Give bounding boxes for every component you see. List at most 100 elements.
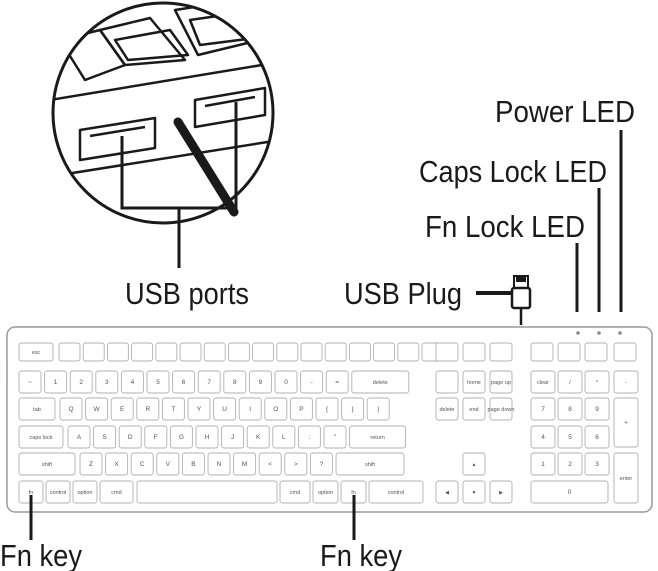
key-page-up[interactable]: page up bbox=[489, 370, 513, 394]
key-arrow-up[interactable]: ▲ bbox=[462, 452, 486, 476]
key-function-9[interactable] bbox=[252, 342, 275, 362]
key-num-2[interactable]: 2 bbox=[69, 370, 93, 394]
key-6-asdf[interactable]: J bbox=[221, 425, 245, 449]
key-num-9[interactable]: 9 bbox=[248, 370, 272, 394]
key-8-zxcv[interactable]: > bbox=[284, 452, 308, 476]
key-numpad-top-0[interactable]: clear bbox=[530, 370, 556, 394]
key-numpad-4[interactable]: 4 bbox=[530, 425, 556, 449]
key-numpad-2[interactable]: 2 bbox=[557, 452, 583, 476]
key-arrow-right[interactable]: ▶ bbox=[489, 480, 513, 504]
key-forward-delete[interactable]: delete bbox=[435, 397, 459, 421]
key-tab[interactable]: tab bbox=[18, 397, 56, 421]
key-function-13[interactable] bbox=[348, 342, 371, 362]
key-numpad-9[interactable]: 9 bbox=[584, 397, 610, 421]
key-function-2[interactable] bbox=[82, 342, 105, 362]
key-6-zxcv[interactable]: M bbox=[233, 452, 257, 476]
key-numpad-enter[interactable]: enter bbox=[613, 452, 639, 504]
key-num-1[interactable]: 1 bbox=[44, 370, 68, 394]
key-numpad-f18[interactable] bbox=[584, 342, 608, 362]
key-7-qwerty[interactable]: I bbox=[238, 397, 262, 421]
key-7-zxcv[interactable]: < bbox=[258, 452, 282, 476]
key-command-right[interactable]: cmd bbox=[279, 480, 311, 504]
key-3-zxcv[interactable]: V bbox=[156, 452, 180, 476]
key-fn-nav[interactable] bbox=[435, 370, 459, 394]
key-numpad-plus[interactable]: + bbox=[613, 397, 639, 448]
key-numpad-top-1[interactable]: / bbox=[557, 370, 583, 394]
key-9-asdf[interactable]: : bbox=[297, 425, 321, 449]
key-num-8[interactable]: 8 bbox=[223, 370, 247, 394]
key-6-qwerty[interactable]: U bbox=[213, 397, 237, 421]
key-arrow-left[interactable]: ◀ bbox=[435, 480, 459, 504]
key-function-8[interactable] bbox=[227, 342, 250, 362]
key-function-10[interactable] bbox=[276, 342, 299, 362]
key-numpad-3[interactable]: 3 bbox=[584, 452, 610, 476]
key-0-qwerty[interactable]: Q bbox=[59, 397, 83, 421]
key-num-11[interactable]: - bbox=[300, 370, 324, 394]
key-8-asdf[interactable]: L bbox=[272, 425, 296, 449]
key-function-14[interactable] bbox=[373, 342, 396, 362]
key-num-5[interactable]: 5 bbox=[146, 370, 170, 394]
key-10-qwerty[interactable]: { bbox=[315, 397, 339, 421]
key-numpad-top-2[interactable]: * bbox=[584, 370, 610, 394]
key-function-4[interactable] bbox=[131, 342, 154, 362]
key-numpad-6[interactable]: 6 bbox=[584, 425, 610, 449]
key-numpad-0[interactable]: 0 bbox=[530, 480, 609, 504]
key-option-right[interactable]: option bbox=[312, 480, 339, 504]
key-space[interactable] bbox=[136, 480, 278, 504]
key-control-left[interactable]: control bbox=[45, 480, 71, 504]
key-0-zxcv[interactable]: Z bbox=[79, 452, 103, 476]
key-fn-left[interactable]: fn bbox=[18, 480, 44, 504]
key-caps-lock[interactable]: caps lock bbox=[18, 425, 64, 449]
key-3-asdf[interactable]: F bbox=[144, 425, 168, 449]
key-1-zxcv[interactable]: X bbox=[105, 452, 129, 476]
key-shift-right[interactable]: shift bbox=[335, 452, 405, 476]
key-function-12[interactable] bbox=[324, 342, 347, 362]
key-shift-left[interactable]: shift bbox=[18, 452, 76, 476]
key-option-left[interactable]: option bbox=[72, 480, 98, 504]
key-4-qwerty[interactable]: T bbox=[161, 397, 185, 421]
key-10-asdf[interactable]: " bbox=[323, 425, 347, 449]
key-5-zxcv[interactable]: N bbox=[207, 452, 231, 476]
key-2-qwerty[interactable]: E bbox=[110, 397, 134, 421]
key-tilde[interactable]: ~ bbox=[18, 370, 42, 394]
key-12-qwerty[interactable]: | bbox=[366, 397, 390, 421]
key-f15[interactable] bbox=[489, 342, 513, 362]
key-5-asdf[interactable]: H bbox=[195, 425, 219, 449]
key-home[interactable]: home bbox=[462, 370, 486, 394]
key-command-left[interactable]: cmd bbox=[99, 480, 134, 504]
key-1-asdf[interactable]: S bbox=[93, 425, 117, 449]
key-function-7[interactable] bbox=[203, 342, 226, 362]
key-return[interactable]: return bbox=[349, 425, 407, 449]
key-8-qwerty[interactable]: O bbox=[264, 397, 288, 421]
key-1-qwerty[interactable]: W bbox=[85, 397, 109, 421]
key-function-11[interactable] bbox=[300, 342, 323, 362]
key-numpad-1[interactable]: 1 bbox=[530, 452, 556, 476]
key-function-1[interactable] bbox=[58, 342, 81, 362]
key-page-down[interactable]: page down bbox=[488, 397, 515, 421]
key-numpad-7[interactable]: 7 bbox=[530, 397, 556, 421]
key-numpad-8[interactable]: 8 bbox=[557, 397, 583, 421]
key-2-zxcv[interactable]: C bbox=[130, 452, 154, 476]
key-9-zxcv[interactable]: ? bbox=[309, 452, 333, 476]
key-num-4[interactable]: 4 bbox=[120, 370, 144, 394]
key-11-qwerty[interactable]: } bbox=[341, 397, 365, 421]
key-function-5[interactable] bbox=[155, 342, 178, 362]
key-num-10[interactable]: 0 bbox=[274, 370, 298, 394]
key-function-15[interactable] bbox=[397, 342, 420, 362]
key-4-zxcv[interactable]: B bbox=[181, 452, 205, 476]
key-0-asdf[interactable]: A bbox=[67, 425, 91, 449]
key-f14[interactable] bbox=[462, 342, 486, 362]
key-delete[interactable]: delete bbox=[351, 370, 410, 394]
key-num-7[interactable]: 7 bbox=[197, 370, 221, 394]
key-function-6[interactable] bbox=[179, 342, 202, 362]
key-3-qwerty[interactable]: R bbox=[136, 397, 160, 421]
key-num-6[interactable]: 6 bbox=[172, 370, 196, 394]
key-numpad-f17[interactable] bbox=[557, 342, 581, 362]
key-4-asdf[interactable]: G bbox=[169, 425, 193, 449]
key-esc[interactable]: esc bbox=[18, 342, 54, 362]
key-numpad-top-3[interactable]: - bbox=[613, 370, 639, 394]
key-9-qwerty[interactable]: P bbox=[289, 397, 313, 421]
key-end[interactable]: end bbox=[462, 397, 486, 421]
key-numpad-f16[interactable] bbox=[530, 342, 554, 362]
key-num-3[interactable]: 3 bbox=[95, 370, 119, 394]
